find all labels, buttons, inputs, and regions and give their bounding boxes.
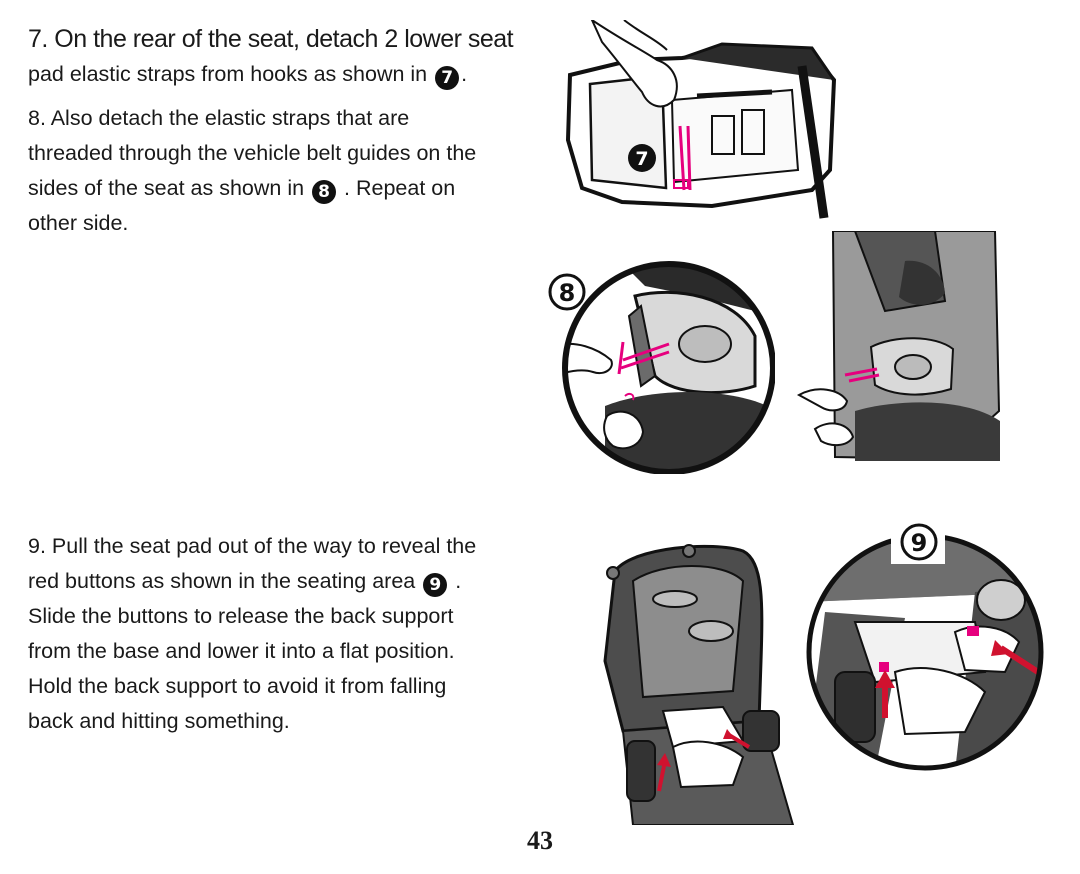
figure-9-button-closeup: 9: [805, 522, 1045, 772]
figure-9-seat-front: [593, 541, 803, 825]
figure-8-side-illustration: [796, 231, 1000, 461]
step-9-line-4: from the base and lower it into a flat p…: [28, 639, 455, 663]
figure-ref-badge-8: 8: [312, 180, 337, 204]
figure-ref-badge-7: 7: [435, 66, 460, 90]
step-8-instruction: 8. Also detach the elastic straps that a…: [28, 101, 476, 241]
step-8-line-3: sides of the seat as shown in 8 . Repeat…: [28, 171, 476, 206]
figure-8-seat-side: [795, 231, 1000, 461]
step-9-line-6: back and hitting something.: [28, 709, 290, 733]
step-9-instruction: 9. Pull the seat pad out of the way to r…: [28, 529, 476, 739]
step-7-instruction: 7. On the rear of the seat, detach 2 low…: [28, 22, 514, 92]
figure-7-callout: 7: [635, 148, 648, 170]
step-9-line-2-text: red buttons as shown in the seating area: [28, 569, 416, 593]
step-9-line-2: red buttons as shown in the seating area…: [28, 564, 476, 599]
step-8-line-1: 8. Also detach the elastic straps that a…: [28, 106, 410, 130]
step-7-line-2-text: pad elastic straps from hooks as shown i…: [28, 62, 428, 86]
figure-9-closeup-illustration: 9: [806, 522, 1044, 771]
figure-9-seat-illustration: [603, 544, 795, 825]
step-7-line-2-end: .: [461, 62, 468, 86]
step-7-line-1: 7. On the rear of the seat, detach 2 low…: [28, 25, 514, 53]
step-8-line-2: threaded through the vehicle belt guides…: [28, 141, 477, 165]
step-9-line-3: Slide the buttons to release the back su…: [28, 604, 454, 628]
step-8-line-3-text: sides of the seat as shown in: [28, 176, 305, 200]
figure-7-seat-rear: 7: [562, 20, 852, 224]
step-9-line-2-end: .: [455, 569, 462, 593]
figure-8-belt-guide-closeup: 8: [545, 256, 775, 474]
figure-7-illustration: 7: [565, 20, 837, 219]
page-number: 43: [527, 826, 553, 855]
figure-ref-badge-9: 9: [423, 573, 448, 597]
figure-8-callout: 8: [559, 279, 576, 307]
step-8-line-4: other side.: [28, 211, 129, 235]
step-9-line-1: 9. Pull the seat pad out of the way to r…: [28, 534, 477, 558]
step-9-line-5: Hold the back support to avoid it from f…: [28, 674, 447, 698]
step-8-line-3-end: . Repeat on: [344, 176, 456, 200]
figure-8-closeup-illustration: 8: [548, 261, 775, 474]
figure-9-callout: 9: [911, 529, 928, 557]
step-7-line-2: pad elastic straps from hooks as shown i…: [28, 57, 513, 92]
